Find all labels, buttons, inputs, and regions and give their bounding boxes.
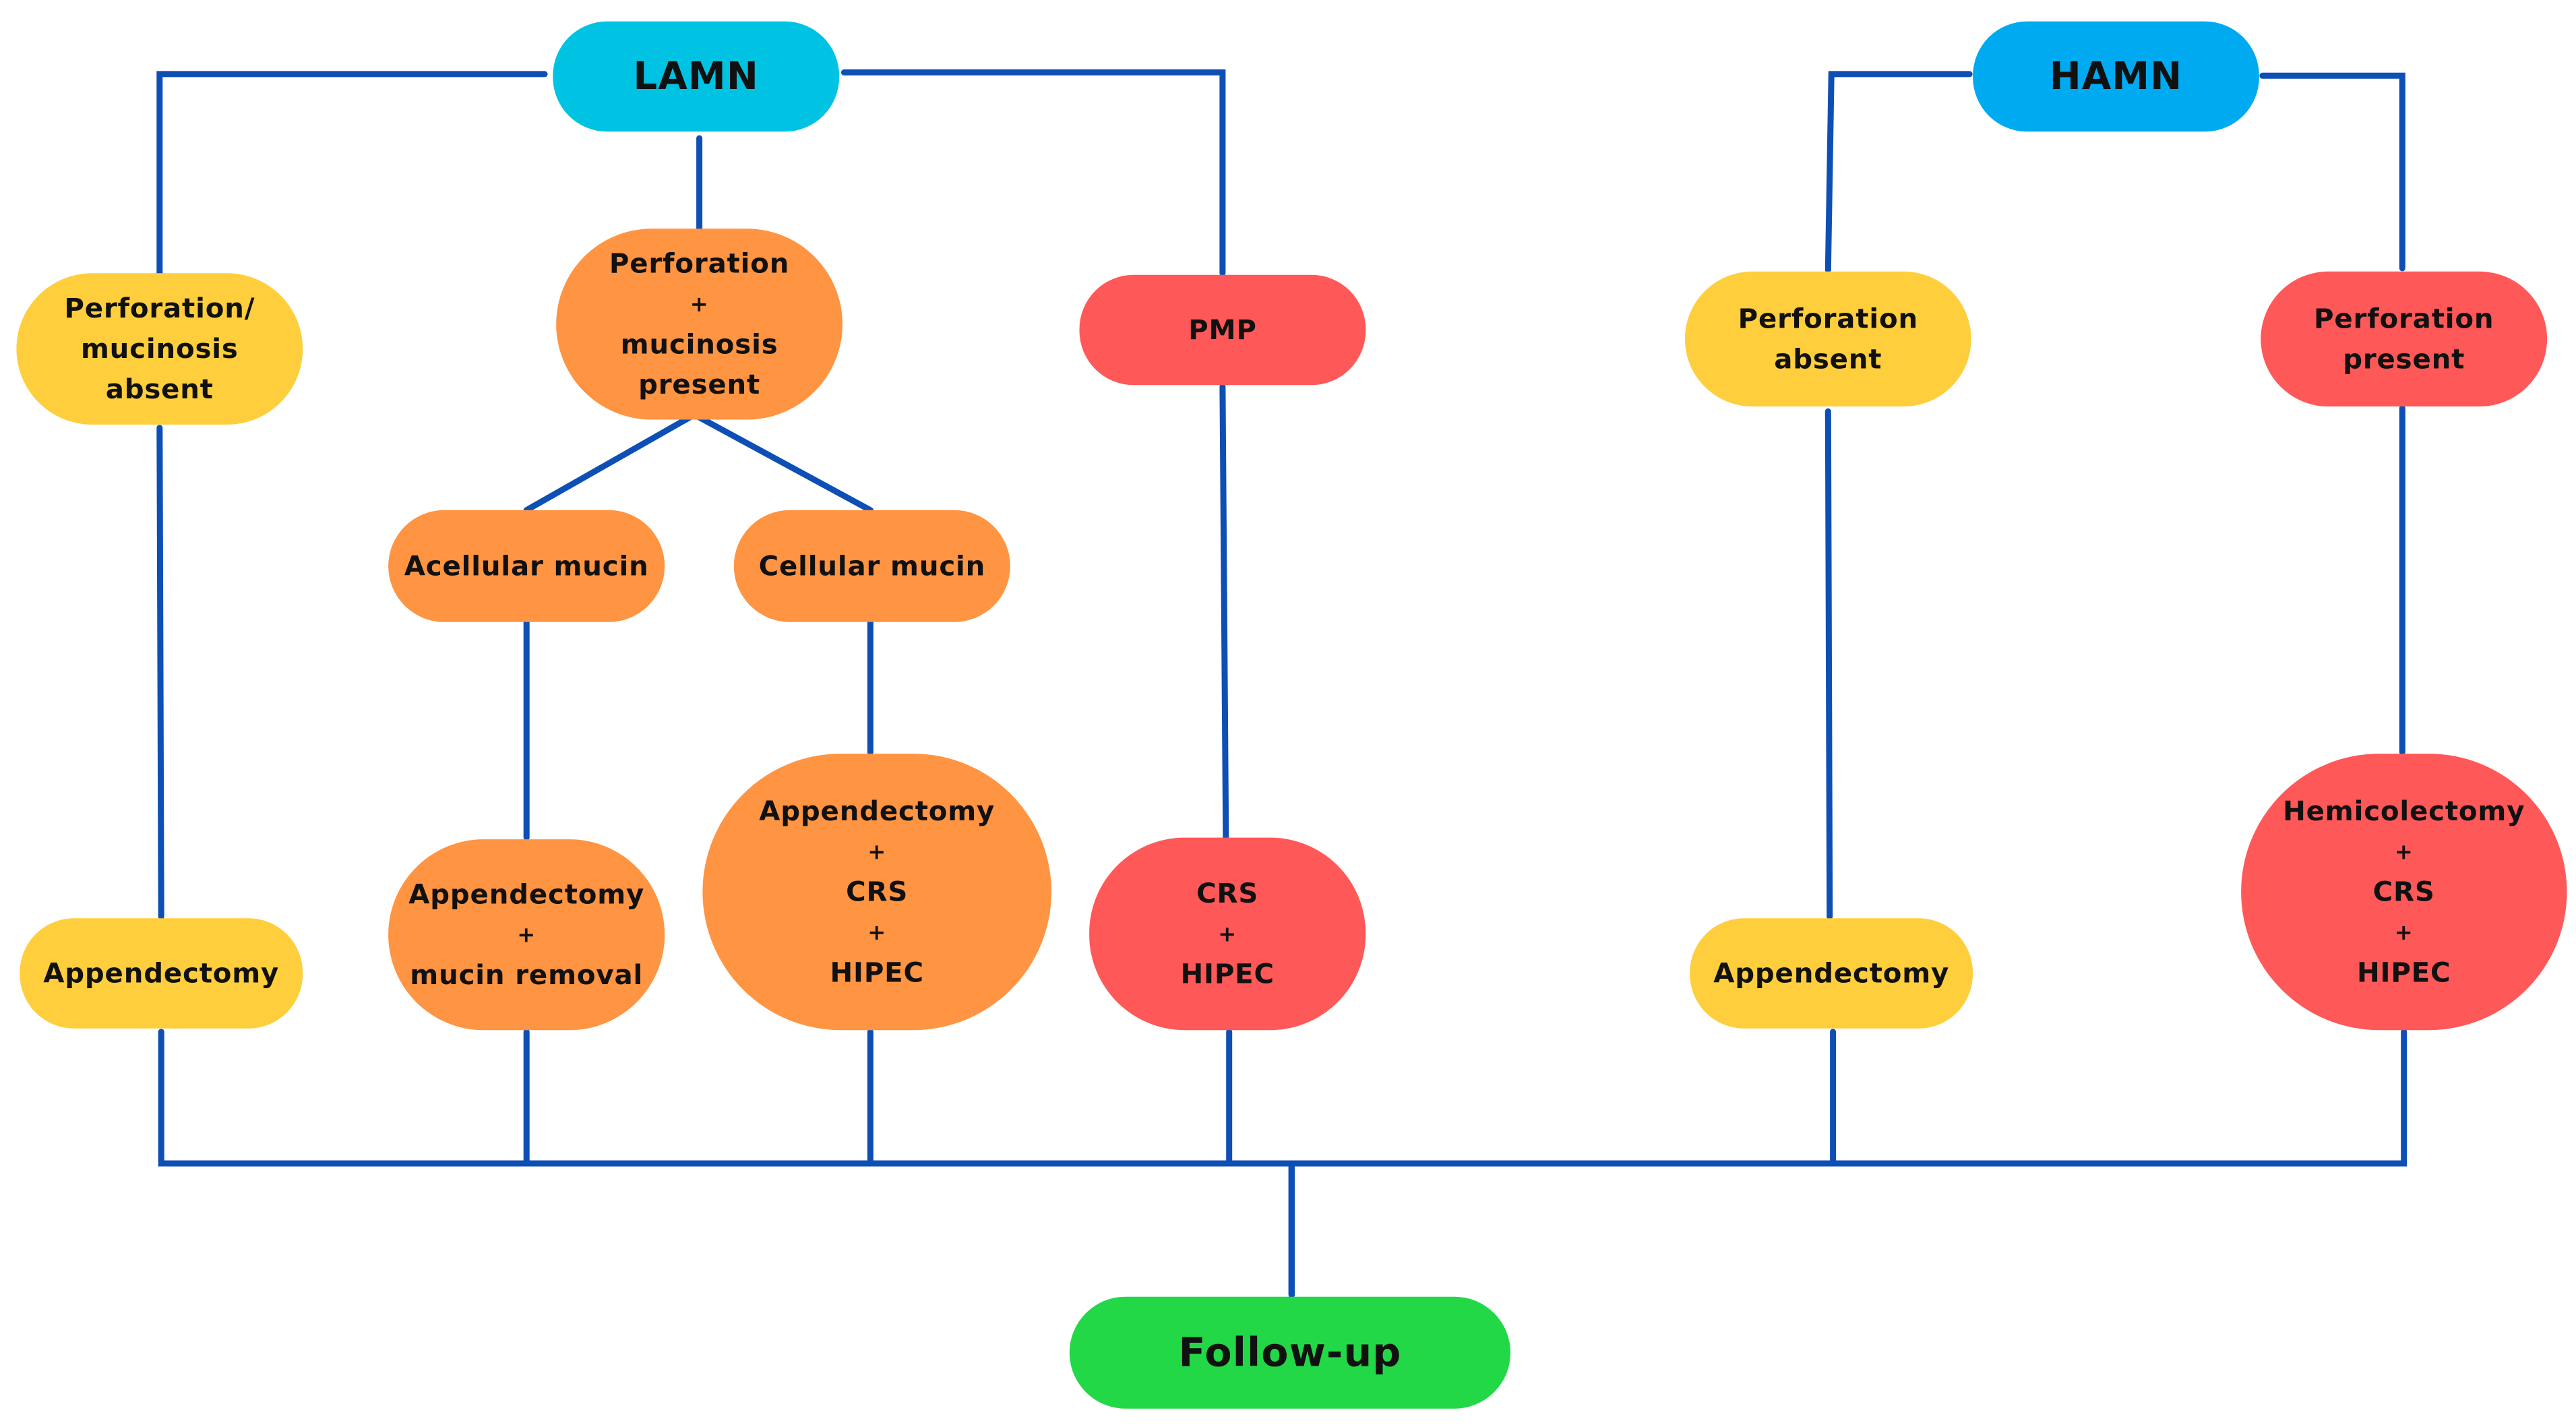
connector-hamn-to-perforation-present <box>2259 72 2405 272</box>
node-label-perforation-mucinosis-present: mucinosis <box>621 328 778 360</box>
node-label-hemicolectomy-crs-hipec: + <box>2395 919 2414 945</box>
node-label-acellular-mucin: Acellular mucin <box>404 550 649 582</box>
node-hemicolectomy-crs-hipec: Hemicolectomy + CRS + HIPEC <box>2241 754 2567 1031</box>
node-label-appendectomy-crs-hipec: Appendectomy <box>759 795 995 827</box>
connector-hamn-to-perforation-absent <box>1824 71 1973 273</box>
node-label-perforation-mucinosis-absent: Perforation/ <box>64 293 255 324</box>
node-label-pmp: PMP <box>1188 314 1257 346</box>
connector-perforation-mucinosis-present-to-acellular-mucin <box>523 411 698 514</box>
connector-perforation-absent-to-appendectomy-right <box>1824 408 1833 920</box>
node-label-crs-hipec: HIPEC <box>1180 959 1274 990</box>
node-label-perforation-absent: Perforation <box>1738 303 1918 335</box>
node-shape-acellular-mucin <box>388 510 665 622</box>
node-label-hemicolectomy-crs-hipec: + <box>2395 839 2414 864</box>
connector-lamn-to-perforation-mucinosis-absent <box>156 71 548 276</box>
node-appendectomy-right: Appendectomy <box>1690 918 1973 1029</box>
node-shape-perforation-absent <box>1684 271 1971 406</box>
node-label-perforation-absent: absent <box>1774 343 1882 375</box>
node-shape-hamn <box>1973 21 2259 132</box>
node-label-hemicolectomy-crs-hipec: HIPEC <box>2357 957 2451 988</box>
node-shape-perforation-mucinosis-absent <box>16 273 303 425</box>
node-perforation-absent: Perforation absent <box>1684 271 1971 406</box>
node-lamn: LAMN <box>553 21 840 132</box>
node-label-perforation-mucinosis-present: Perforation <box>609 248 789 280</box>
node-label-appendectomy-crs-hipec: + <box>867 919 886 945</box>
connector-pmp-to-crs-hipec <box>1219 384 1229 841</box>
node-label-perforation-present: Perforation <box>2314 303 2494 335</box>
node-label-appendectomy-crs-hipec: HIPEC <box>830 957 923 988</box>
node-label-perforation-mucinosis-present: present <box>638 369 760 400</box>
node-shape-lamn <box>553 21 840 132</box>
node-shape-appendectomy-mucin-removal <box>388 839 665 1031</box>
node-cellular-mucin: Cellular mucin <box>733 510 1010 622</box>
node-shape-follow-up <box>1069 1296 1511 1409</box>
node-label-hemicolectomy-crs-hipec: Hemicolectomy <box>2283 795 2525 827</box>
node-acellular-mucin: Acellular mucin <box>388 510 665 622</box>
node-appendectomy-left: Appendectomy <box>20 918 303 1029</box>
node-perforation-mucinosis-absent: Perforation/mucinosis absent <box>16 273 303 425</box>
node-label-appendectomy-mucin-removal: mucin removal <box>410 959 643 991</box>
node-label-hamn: HAMN <box>2050 55 2183 98</box>
node-pmp: PMP <box>1079 274 1366 386</box>
node-appendectomy-crs-hipec: Appendectomy + CRS + HIPEC <box>702 754 1051 1031</box>
node-label-crs-hipec: CRS <box>1196 878 1258 909</box>
connector-perforation-mucinosis-absent-to-appendectomy-left <box>156 425 164 920</box>
node-label-appendectomy-mucin-removal: + <box>517 922 536 948</box>
node-follow-up: Follow-up <box>1069 1296 1511 1409</box>
node-appendectomy-mucin-removal: Appendectomy + mucin removal <box>388 839 665 1031</box>
node-label-perforation-mucinosis-absent: absent <box>106 373 214 405</box>
node-shape-pmp <box>1079 274 1366 386</box>
connector-lines <box>156 69 2408 1298</box>
node-label-appendectomy-mucin-removal: Appendectomy <box>408 878 644 910</box>
node-label-appendectomy-crs-hipec: CRS <box>846 876 908 908</box>
node-perforation-present: Perforation present <box>2261 271 2548 406</box>
node-shape-crs-hipec <box>1089 837 1366 1031</box>
node-label-crs-hipec: + <box>1218 921 1237 946</box>
node-label-follow-up: Follow-up <box>1179 1330 1402 1376</box>
node-shape-perforation-mucinosis-present <box>556 229 842 420</box>
node-label-lamn: LAMN <box>633 55 758 98</box>
node-shape-appendectomy-right <box>1690 918 1973 1029</box>
node-label-cellular-mucin: Cellular mucin <box>759 550 986 582</box>
node-hamn: HAMN <box>1973 21 2259 132</box>
node-perforation-mucinosis-present: Perforation + mucinosis present <box>556 229 842 420</box>
node-shape-perforation-present <box>2261 271 2548 406</box>
node-shape-appendectomy-left <box>20 918 303 1029</box>
node-label-appendectomy-right: Appendectomy <box>1713 958 1949 990</box>
connector-crs-hipec-to-follow-up <box>1226 1029 1295 1298</box>
connector-perforation-mucinosis-present-to-cellular-mucin <box>691 411 873 514</box>
node-label-appendectomy-left: Appendectomy <box>43 958 279 990</box>
node-shape-hemicolectomy-crs-hipec <box>2241 754 2567 1031</box>
connector-lamn-to-pmp <box>840 69 1226 276</box>
node-shape-cellular-mucin <box>733 510 1010 622</box>
node-label-hemicolectomy-crs-hipec: CRS <box>2373 876 2435 908</box>
node-label-perforation-mucinosis-absent: mucinosis <box>81 333 239 365</box>
node-shape-appendectomy-crs-hipec <box>702 754 1051 1031</box>
node-label-appendectomy-crs-hipec: + <box>867 839 886 864</box>
node-crs-hipec: CRS + HIPEC <box>1089 837 1366 1031</box>
node-label-perforation-present: present <box>2343 343 2465 375</box>
node-label-perforation-mucinosis-present: + <box>690 291 709 317</box>
connector-hemicolectomy-crs-hipec-to-follow-up <box>1288 1029 2408 1298</box>
